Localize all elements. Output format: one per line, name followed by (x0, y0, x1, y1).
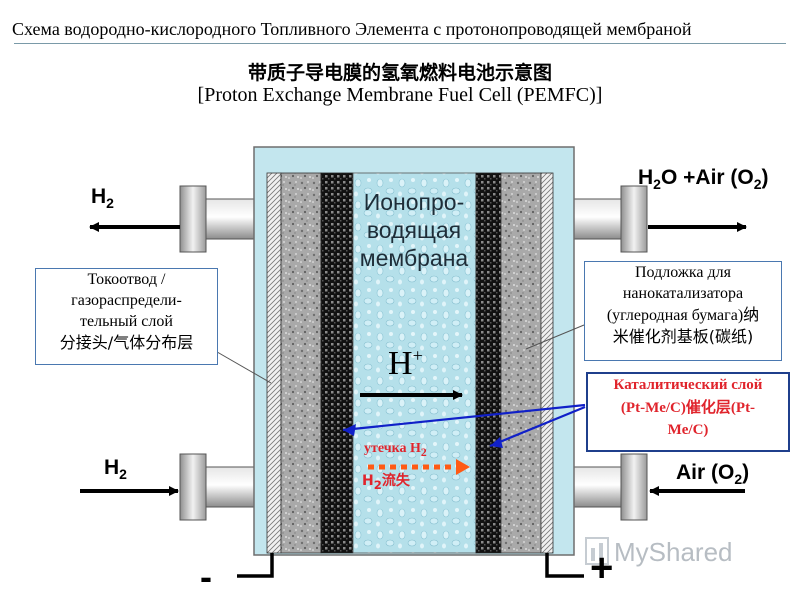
pipe-top-right (572, 185, 648, 253)
positive-terminal-sign: + (590, 546, 614, 590)
leak-label-russian: утечка H2 (364, 441, 427, 459)
gas-diffusion-layer-cathode (540, 172, 554, 554)
substrate-leader (525, 324, 585, 350)
title-english: [Proton Exchange Membrane Fuel Cell (PEM… (197, 84, 603, 106)
watermark-logo-icon (585, 537, 609, 565)
anode-terminal (237, 553, 274, 578)
label-h2-outlet: H2 (91, 185, 114, 212)
cathode-terminal (545, 553, 584, 578)
carbon-paper-cathode (500, 172, 542, 554)
carbon-paper-anode (280, 172, 322, 554)
watermark-text: MyShared (614, 537, 733, 567)
negative-terminal-sign: - (200, 556, 212, 597)
pipe-bottom-left (179, 453, 256, 521)
hydrogen-leak-arrow-head (456, 459, 470, 475)
title-chinese: 带质子导电膜的氢氧燃料电池示意图 (247, 62, 552, 84)
proton-label: H+ (388, 345, 423, 382)
catalyst-layer-callout: Каталитический слой (Pt-Me/C)催化层(Pt- Me/… (586, 372, 790, 452)
current-collector-callout: Токоотвод / газораспредели- тельный слой… (35, 268, 218, 365)
catalyst-layer-anode (320, 172, 354, 554)
catalyst-pointer-cathode (489, 405, 586, 448)
label-exhaust-outlet: H2O +Air (O2) (638, 166, 769, 193)
title-russian: Схема водородно-кислородного Топливного … (12, 19, 692, 39)
substrate-callout: Подложка для нанокатализатора (углеродна… (584, 261, 782, 361)
label-h2-inlet: H2 (104, 456, 127, 483)
pipe-top-left (179, 185, 256, 253)
leak-label-chinese: H2流失 (362, 473, 410, 492)
pipe-bottom-right (572, 453, 648, 521)
catalyst-layer-cathode (475, 172, 502, 554)
title-divider (14, 43, 786, 44)
membrane-label: Ионопро- водящая мембрана (359, 189, 469, 271)
label-air-inlet: Air (O2) (676, 461, 750, 488)
proton-exchange-membrane (352, 172, 477, 554)
catalyst-pointer-anode (342, 403, 586, 432)
gas-diffusion-layer-anode (266, 172, 282, 554)
